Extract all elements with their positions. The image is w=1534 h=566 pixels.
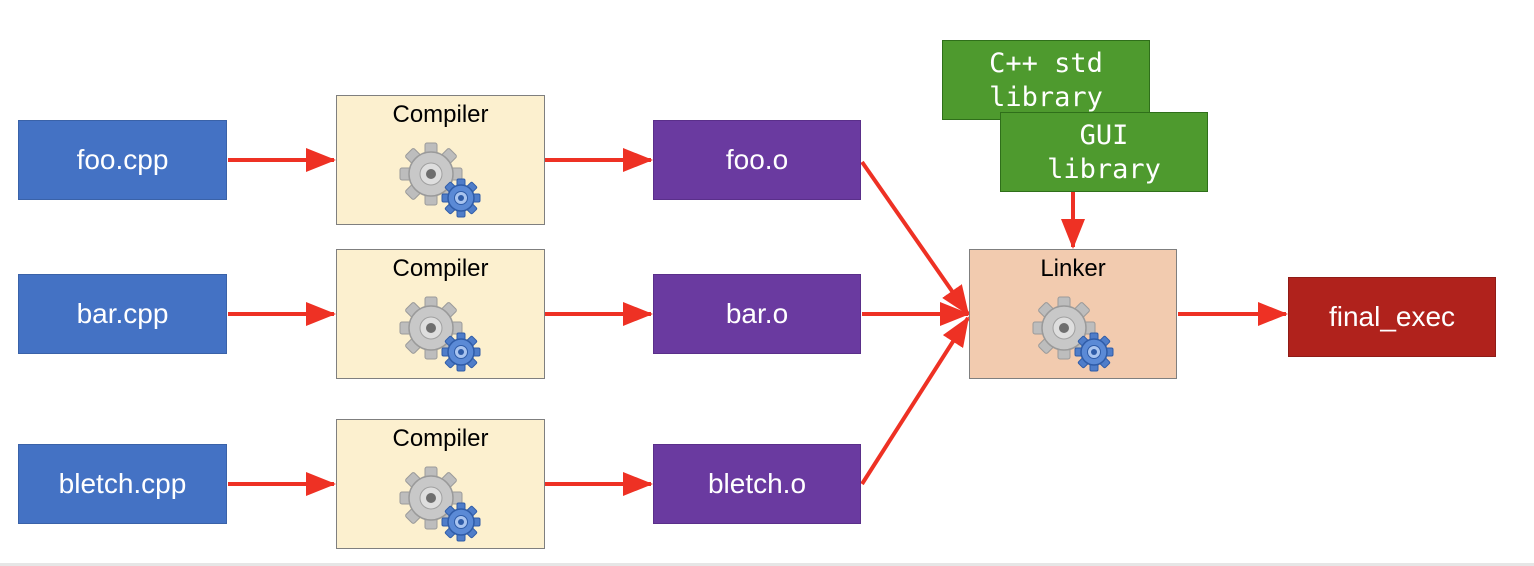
linker-box: Linker — [969, 249, 1177, 379]
compiler-box-1: Compiler — [336, 95, 545, 225]
compiler-box-3: Compiler — [336, 419, 545, 549]
compiler-label: Compiler — [392, 425, 489, 452]
source-file-bar-cpp: bar.cpp — [18, 274, 227, 354]
compiler-box-2: Compiler — [336, 249, 545, 379]
gears-icon — [399, 290, 489, 380]
compiler-label: Compiler — [392, 101, 489, 128]
object-file-bar-o: bar.o — [653, 274, 861, 354]
object-file-bletch-o: bletch.o — [653, 444, 861, 524]
gears-icon — [1032, 290, 1122, 380]
output-final-exec: final_exec — [1288, 277, 1496, 357]
linker-label: Linker — [1040, 255, 1106, 282]
object-file-foo-o: foo.o — [653, 120, 861, 200]
arrow-bletch-o-to-linker — [860, 316, 970, 486]
bottom-divider — [0, 563, 1534, 566]
gears-icon — [399, 460, 489, 550]
library-cpp-std: C++ std library — [942, 40, 1150, 120]
source-file-bletch-cpp: bletch.cpp — [18, 444, 227, 524]
compiler-label: Compiler — [392, 255, 489, 282]
arrow-foo-o-to-linker — [860, 160, 970, 316]
library-gui: GUI library — [1000, 112, 1208, 192]
gears-icon — [399, 136, 489, 226]
source-file-foo-cpp: foo.cpp — [18, 120, 227, 200]
